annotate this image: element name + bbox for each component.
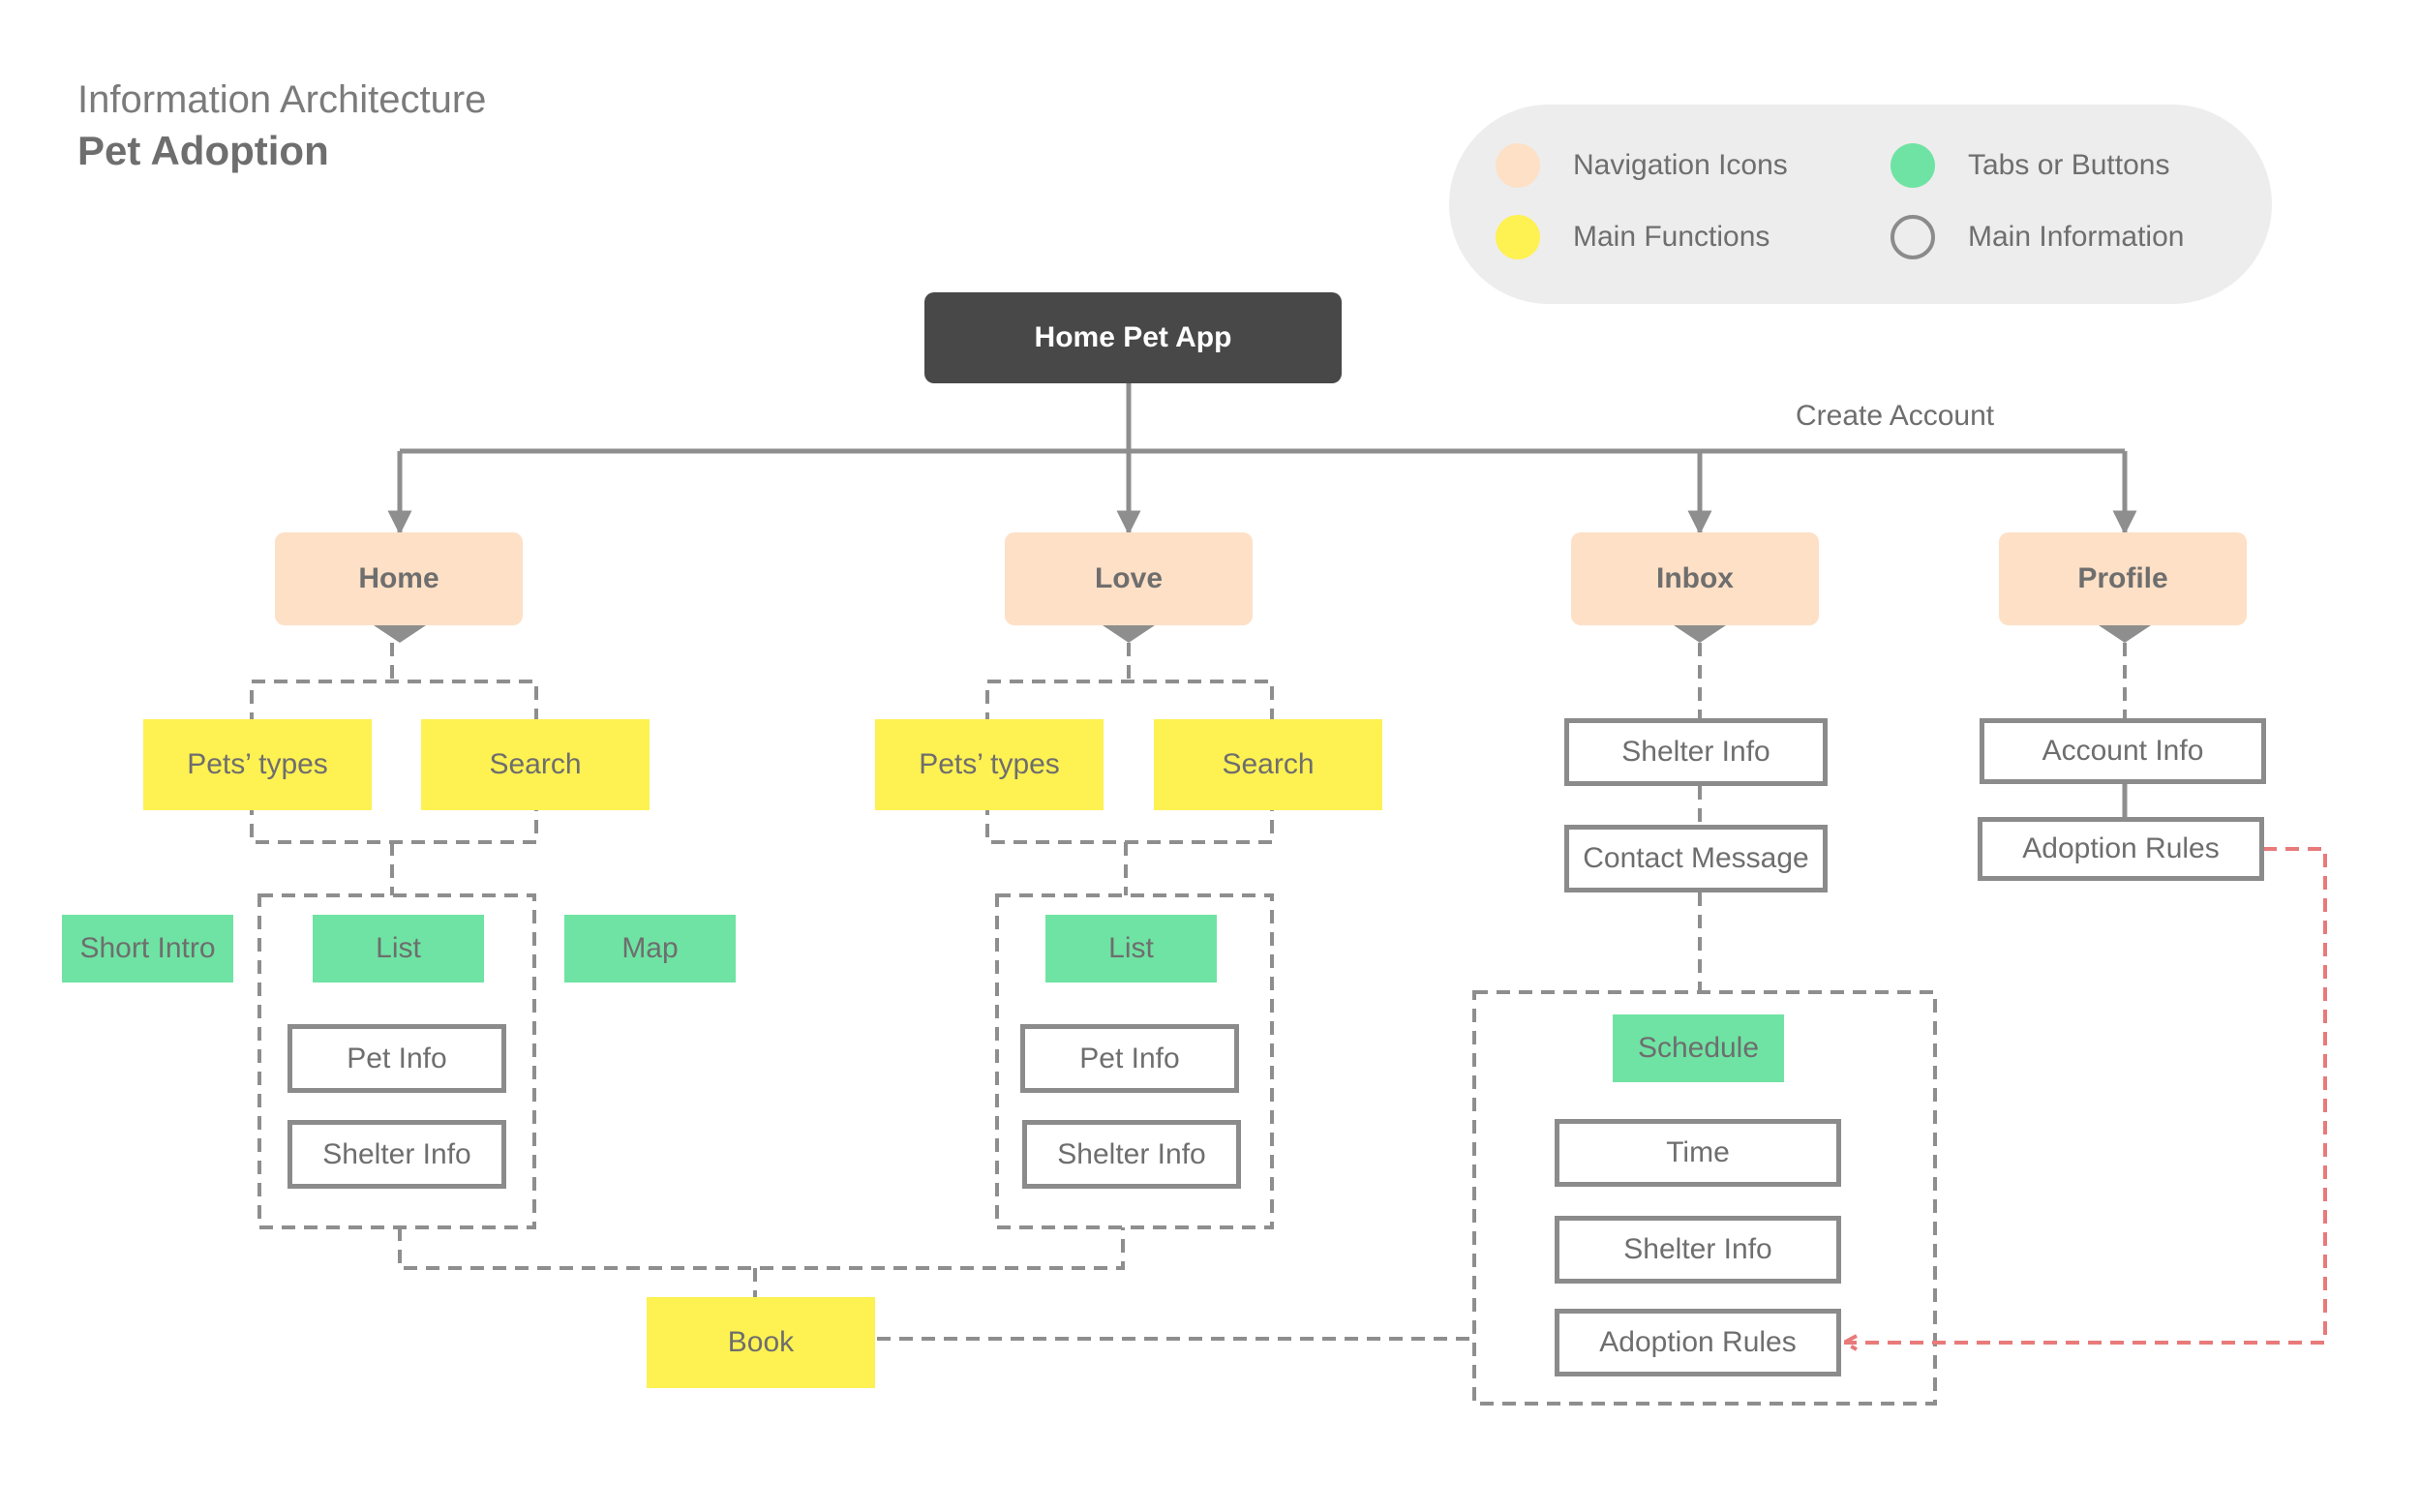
- legend-label: Navigation Icons: [1573, 149, 1788, 181]
- love-shelter-info-node: Shelter Info: [1022, 1120, 1241, 1189]
- adoption-rules-link: [1839, 847, 2327, 1351]
- love-pets-types-node: Pets’ types: [875, 719, 1104, 810]
- home-shelter-info-node: Shelter Info: [287, 1120, 506, 1189]
- page-heading: Information Architecture Pet Adoption: [77, 76, 486, 178]
- schedule-adoption-rules-node: Adoption Rules: [1555, 1309, 1841, 1376]
- inbox-shelter-info-node: Shelter Info: [1564, 718, 1828, 786]
- nav-node-love: Love: [1005, 532, 1253, 625]
- legend-label: Main Functions: [1573, 221, 1770, 253]
- love-list-node: List: [1045, 915, 1217, 983]
- solid-connectors: [387, 383, 2137, 535]
- home-map-node: Map: [564, 915, 736, 983]
- nav-node-inbox: Inbox: [1571, 532, 1819, 625]
- home-list-node: List: [313, 915, 484, 983]
- legend-item-functions: Main Functions: [1496, 215, 1770, 259]
- inbox-contact-message-node: Contact Message: [1564, 825, 1828, 892]
- heading-subtitle: Information Architecture: [77, 78, 487, 121]
- love-pet-info-node: Pet Info: [1020, 1024, 1239, 1093]
- nav-node-home: Home: [275, 532, 523, 625]
- profile-adoption-rules-node: Adoption Rules: [1978, 817, 2264, 881]
- information-swatch-icon: [1891, 215, 1935, 259]
- legend: Navigation Icons Tabs or Buttons Main Fu…: [1449, 105, 2272, 304]
- legend-item-navigation: Navigation Icons: [1496, 143, 1788, 188]
- legend-item-tabs: Tabs or Buttons: [1891, 143, 2169, 188]
- home-short-intro-node: Short Intro: [62, 915, 233, 983]
- home-search-node: Search: [421, 719, 650, 810]
- schedule-time-node: Time: [1555, 1119, 1841, 1187]
- love-search-node: Search: [1154, 719, 1382, 810]
- schedule-node: Schedule: [1613, 1014, 1784, 1082]
- legend-label: Tabs or Buttons: [1968, 149, 2170, 181]
- nav-pointers: [374, 625, 2151, 643]
- legend-label: Main Information: [1968, 221, 2185, 253]
- legend-item-information: Main Information: [1891, 215, 2184, 259]
- tab-swatch-icon: [1891, 143, 1935, 188]
- heading-title: Pet Adoption: [77, 128, 329, 173]
- root-node: Home Pet App: [924, 292, 1342, 383]
- navigation-swatch-icon: [1496, 143, 1540, 188]
- schedule-shelter-info-node: Shelter Info: [1555, 1216, 1841, 1284]
- create-account-label: Create Account: [1796, 400, 1995, 432]
- function-swatch-icon: [1496, 215, 1540, 259]
- home-pet-info-node: Pet Info: [287, 1024, 506, 1093]
- book-node: Book: [647, 1297, 875, 1388]
- nav-node-profile: Profile: [1999, 532, 2247, 625]
- profile-account-info-node: Account Info: [1980, 718, 2266, 784]
- home-pets-types-node: Pets’ types: [143, 719, 372, 810]
